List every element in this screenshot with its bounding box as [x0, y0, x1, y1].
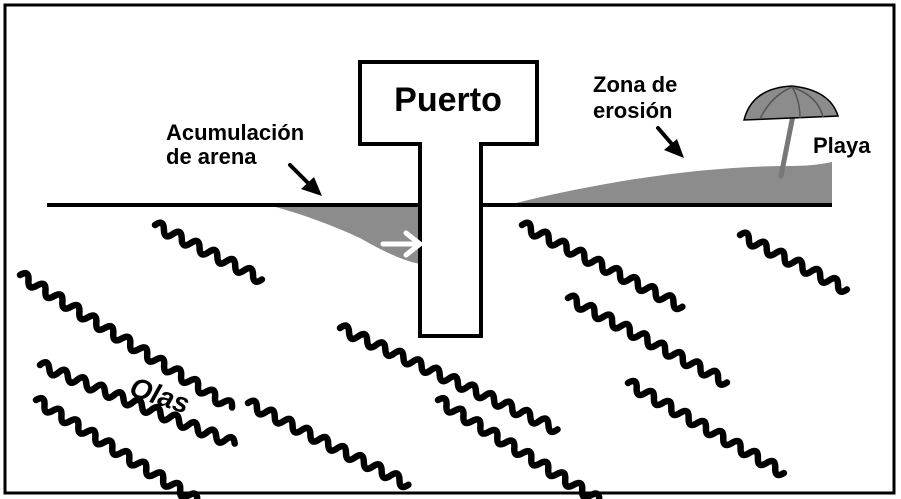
- port-label: Puerto: [394, 81, 502, 119]
- beach-area: [508, 162, 832, 205]
- erosion-label-line1: Zona de: [593, 72, 677, 97]
- beach-label: Playa: [813, 133, 871, 158]
- accumulation-pointer-arrow: [288, 163, 322, 196]
- wave: [624, 377, 788, 479]
- wave: [32, 394, 226, 499]
- wave: [244, 397, 412, 491]
- wave: [564, 292, 731, 388]
- wave: [16, 269, 236, 411]
- wave: [434, 394, 603, 499]
- waves-group: [16, 219, 851, 499]
- beach-umbrella-icon: [743, 85, 840, 179]
- wave: [518, 219, 686, 313]
- wave: [736, 229, 851, 295]
- sand-accumulation-area: [268, 205, 450, 265]
- wave: [151, 219, 266, 285]
- wave: [36, 359, 238, 447]
- erosion-pointer-arrow: [656, 126, 684, 158]
- erosion-label-line2: erosión: [593, 98, 672, 123]
- right-arrow-icon: [380, 230, 423, 258]
- accumulation-label-line1: Acumulación: [166, 120, 304, 145]
- wave: [336, 322, 561, 436]
- accumulation-label-line2: de arena: [166, 144, 257, 169]
- port-structure: [358, 60, 539, 338]
